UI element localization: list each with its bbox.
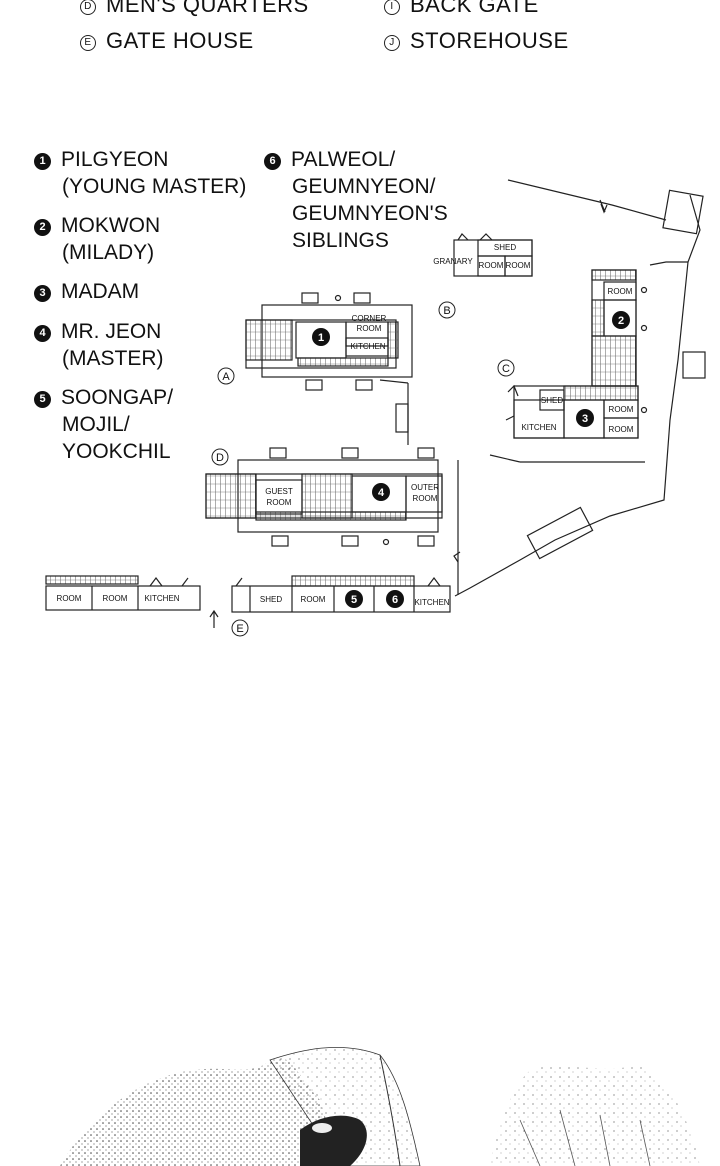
marker-e: E <box>236 623 243 635</box>
room-label: CORNER <box>352 314 387 323</box>
badge-3: 3 <box>582 413 588 425</box>
room-label: OUTER <box>411 483 439 492</box>
room-label: KITCHEN <box>144 594 179 603</box>
legend-label: BACK GATE <box>410 0 539 17</box>
room-label: ROOM <box>103 594 128 603</box>
room-label: ROOM <box>267 498 292 507</box>
room-label: SHED <box>494 243 516 252</box>
marker-d: D <box>216 452 224 464</box>
resident-name-line: SIBLINGS <box>292 229 389 252</box>
room-label: ROOM <box>413 494 438 503</box>
legend-label: STOREHOUSE <box>410 28 569 53</box>
room-label: ROOM <box>479 261 504 270</box>
room-label: ROOM <box>357 324 382 333</box>
legend-letter-marker: J <box>384 35 400 51</box>
marker-c: C <box>502 363 510 375</box>
room-label: KITCHEN <box>350 342 385 351</box>
resident-name-line: GEUMNYEON'S <box>292 202 448 225</box>
legend-label: MEN'S QUARTERS <box>106 0 309 17</box>
badge-1: 1 <box>318 332 324 344</box>
back-gate-building <box>662 189 704 235</box>
building-mr-jeon <box>205 447 443 547</box>
building-bottom-left <box>45 575 201 611</box>
resident-number-badge: 2 <box>34 219 51 236</box>
resident-number-badge: 5 <box>34 391 51 408</box>
resident-name: PALWEOL/ <box>291 148 396 171</box>
resident-number-badge: 4 <box>34 325 51 342</box>
room-label: KITCHEN <box>521 423 556 432</box>
badge-6: 6 <box>392 594 398 606</box>
gate-legend-back-gate: I BACK GATE <box>384 0 539 18</box>
outer-wall <box>379 179 701 597</box>
marker-a: A <box>222 371 230 383</box>
room-label: ROOM <box>301 595 326 604</box>
resident-role: (YOUNG MASTER) <box>62 175 247 198</box>
resident-name: PILGYEON <box>61 148 169 171</box>
resident-number-badge: 1 <box>34 153 51 170</box>
resident-number-badge: 6 <box>264 153 281 170</box>
resident-legend-6: 6 PALWEOL/ GEUMNYEON/ GEUMNYEON'S SIBLING… <box>264 146 448 254</box>
resident-legend-4: 4 MR. JEON (MASTER) <box>34 318 164 372</box>
legend-letter-marker: D <box>80 0 96 15</box>
legend-label: GATE HOUSE <box>106 28 254 53</box>
gate-legend-mens-quarters: D MEN'S QUARTERS <box>80 0 309 18</box>
resident-name: MOKWON <box>61 214 161 237</box>
resident-number-badge: 3 <box>34 285 51 302</box>
sketched-rock-scene <box>60 1046 700 1166</box>
room-label: ROOM <box>506 261 531 270</box>
marker-b: B <box>443 305 450 317</box>
resident-name: SOONGAP/ <box>61 386 174 409</box>
room-label: ROOM <box>57 594 82 603</box>
building-bottom-right <box>231 575 451 613</box>
badge-2: 2 <box>618 315 624 327</box>
building-pilgyeon <box>245 292 413 391</box>
room-label: SHED <box>260 595 282 604</box>
badge-5: 5 <box>351 594 357 606</box>
resident-name-line: YOOKCHIL <box>62 440 171 463</box>
room-label: GRANARY <box>433 257 473 266</box>
resident-name: MR. JEON <box>61 320 162 343</box>
room-label: SHED <box>541 396 563 405</box>
room-label: ROOM <box>609 425 634 434</box>
resident-legend-1: 1 PILGYEON (YOUNG MASTER) <box>34 146 246 200</box>
building-mokwon <box>591 269 648 387</box>
resident-name-line: MOJIL/ <box>62 413 130 436</box>
gate-markers: A B C D E <box>211 301 515 637</box>
resident-name-line: GEUMNYEON/ <box>292 175 436 198</box>
resident-role: (MASTER) <box>62 347 164 370</box>
room-label: KITCHEN <box>414 598 449 607</box>
building-madam <box>505 384 648 439</box>
resident-legend-2: 2 MOKWON (MILADY) <box>34 212 160 266</box>
badge-4: 4 <box>378 487 385 499</box>
storehouse-building <box>526 506 594 560</box>
legend-letter-marker: I <box>384 0 400 15</box>
resident-role: (MILADY) <box>62 241 155 264</box>
resident-name: MADAM <box>61 280 140 303</box>
estate-floor-plan: A B C D E CORNER ROOM KITCHEN GRANARY SH… <box>45 179 706 637</box>
resident-legend-3: 3 MADAM <box>34 278 139 305</box>
gate-legend-gate-house: E GATE HOUSE <box>80 28 254 54</box>
room-label: ROOM <box>608 287 633 296</box>
room-label: ROOM <box>609 405 634 414</box>
building-granary-shed <box>453 233 533 277</box>
room-label: GUEST <box>265 487 293 496</box>
legend-letter-marker: E <box>80 35 96 51</box>
gate-legend-storehouse: J STOREHOUSE <box>384 28 569 54</box>
resident-legend-5: 5 SOONGAP/ MOJIL/ YOOKCHIL <box>34 384 173 465</box>
